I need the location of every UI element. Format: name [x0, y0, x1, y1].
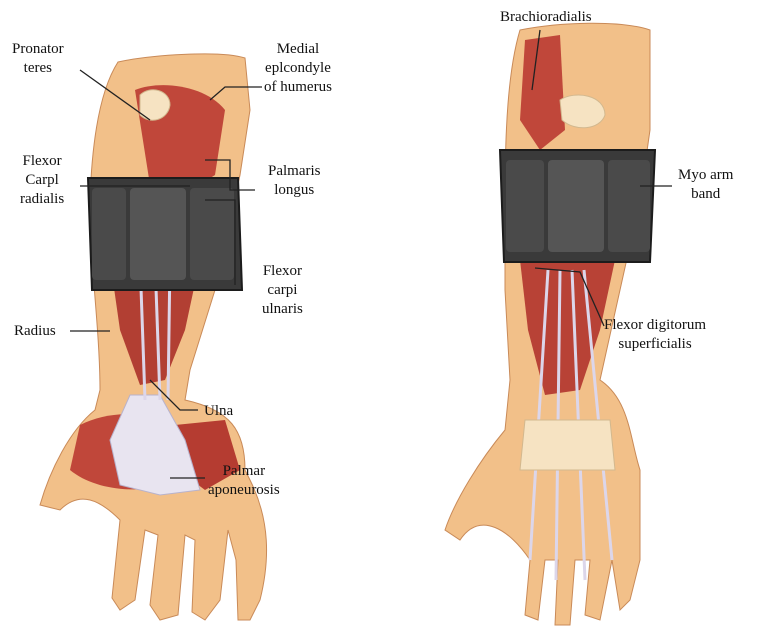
label-flexor-digitorum-superficialis: Flexor digitorum superficialis [604, 316, 706, 354]
label-palmar-aponeurosis: Palmar aponeurosis [208, 462, 280, 500]
label-medial-epicondyle: Medial eplcondyle of humerus [264, 40, 332, 97]
label-ulna: Ulna [204, 402, 233, 421]
right-wrist-bones [520, 420, 615, 470]
label-pronator-teres: Pronator teres [12, 40, 64, 78]
label-radius: Radius [14, 322, 56, 341]
label-flexor-carpi-ulnaris: Flexor carpi ulnaris [262, 262, 303, 319]
right-armband-pod-1 [506, 160, 544, 252]
right-armband-pod-3 [608, 160, 650, 252]
label-brachioradialis: Brachioradialis [500, 8, 592, 27]
label-myo-arm-band: Myo arm band [678, 166, 733, 204]
left-armband-pod-1 [92, 188, 126, 280]
label-flexor-carpi-radialis: Flexor Carpl radialis [20, 152, 64, 209]
left-armband-pod-2 [130, 188, 186, 280]
left-arm [40, 54, 267, 620]
left-armband-pod-3 [190, 188, 234, 280]
label-palmaris-longus: Palmaris longus [268, 162, 321, 200]
right-armband-pod-2 [548, 160, 604, 252]
